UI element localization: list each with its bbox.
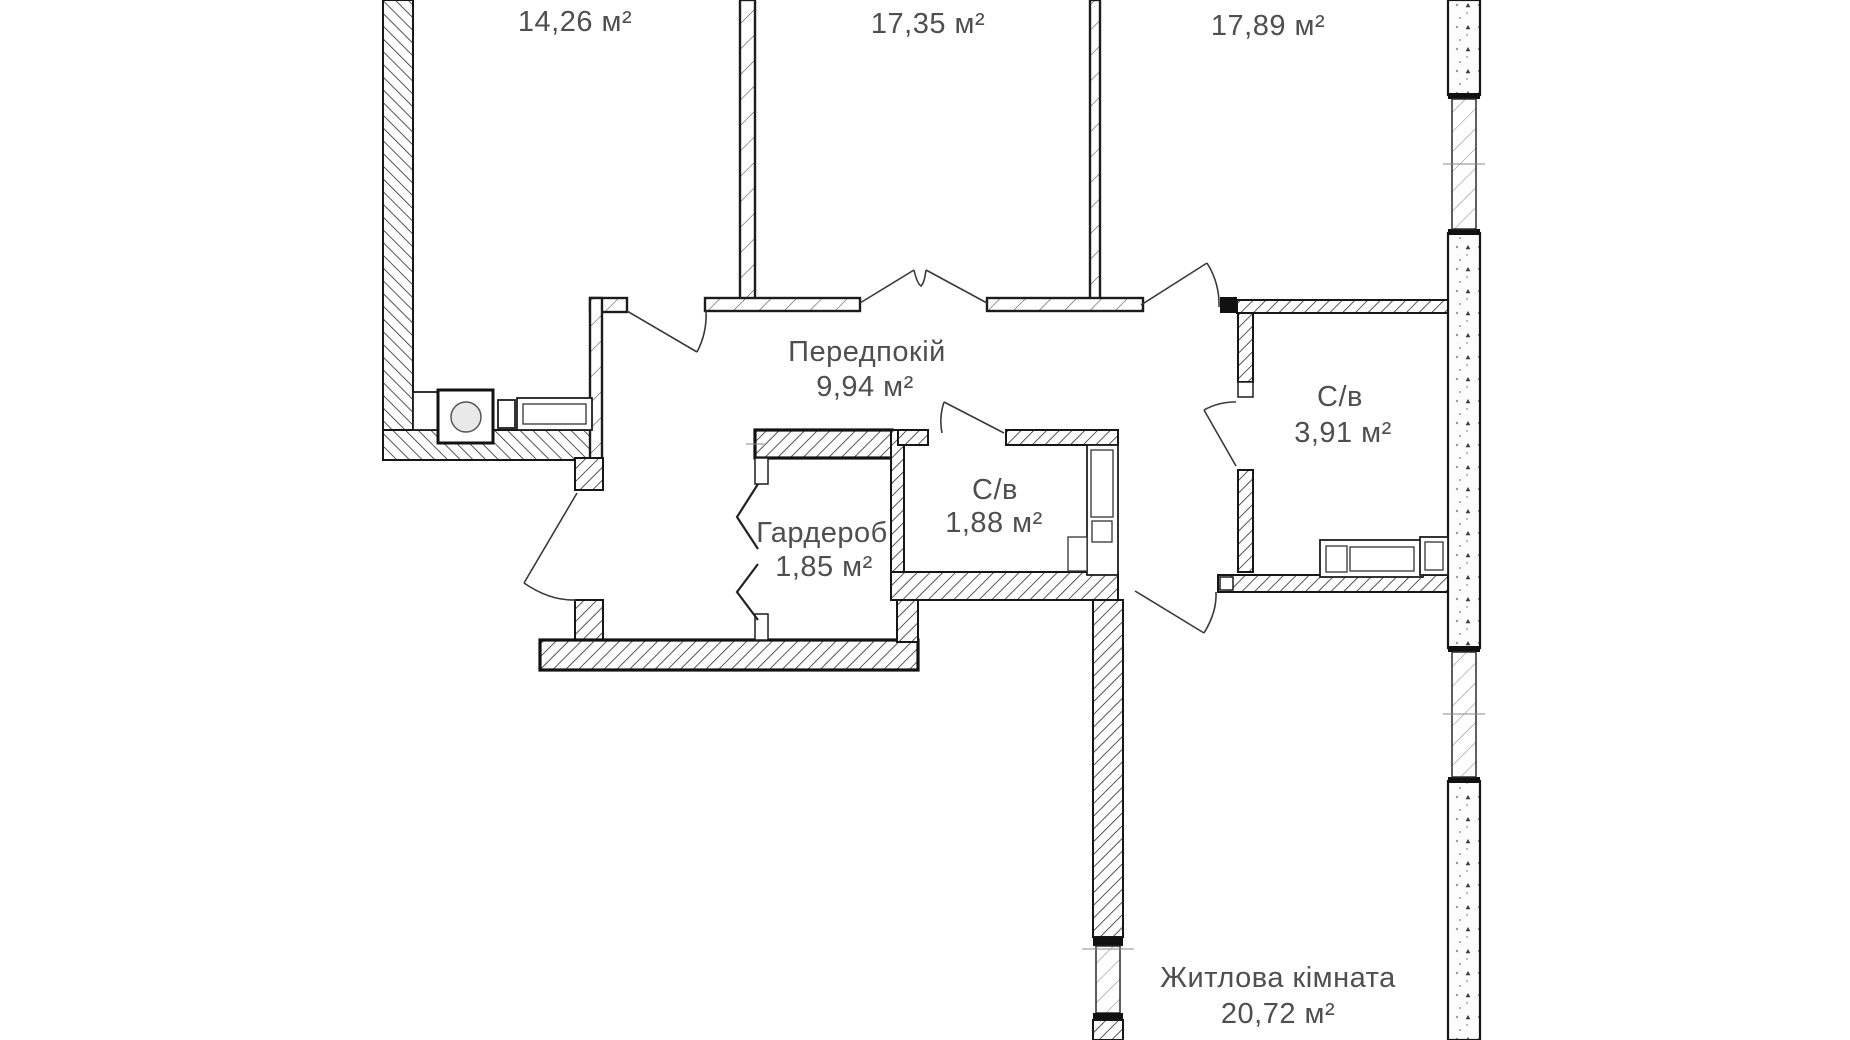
room-area-label: 14,26 м² <box>518 6 632 38</box>
room-name-label: С/в <box>972 474 1018 506</box>
room-labels: 14,26 м² 17,35 м² 17,89 м² Передпокій 9,… <box>518 6 1396 1030</box>
opening-room-17-35 <box>859 269 988 304</box>
window-cap <box>1093 1013 1123 1020</box>
door-bathroom-big <box>1203 401 1237 467</box>
washer-drum-icon <box>450 401 482 433</box>
door-jamb <box>754 613 769 641</box>
counter <box>1349 546 1415 572</box>
living-room-left-wall <box>1092 1019 1124 1040</box>
toilet <box>1067 536 1088 572</box>
room-area-label: 17,35 м² <box>871 8 985 40</box>
kitchen-nook-wall <box>588 296 604 462</box>
bathroom-big-fixtures <box>1319 536 1449 578</box>
window-cap <box>1448 646 1480 652</box>
duct-shaft <box>1091 520 1113 543</box>
interior-walls <box>538 0 1449 1040</box>
duct-shaft <box>1090 449 1114 518</box>
room-area-label: 3,91 м² <box>1294 417 1392 449</box>
door-living-room <box>1134 590 1217 634</box>
hallway-top-wall <box>985 296 1145 313</box>
door-lower-left <box>523 492 578 601</box>
kitchen-cabinet <box>412 391 439 431</box>
door-bathroom-small <box>940 401 1005 434</box>
partition-room1-room2 <box>738 0 757 312</box>
room-area-label: 1,88 м² <box>945 507 1043 539</box>
door-jamb <box>754 457 769 485</box>
opening-chevron <box>735 483 759 550</box>
step-wall <box>574 457 604 491</box>
room-name-label: Гардероб <box>756 517 888 549</box>
wardrobe-right-wall <box>890 429 905 578</box>
right-exterior-wall <box>1446 779 1482 1040</box>
room-name-label: Житлова кімната <box>1160 962 1396 994</box>
living-room-left-wall <box>1092 599 1124 938</box>
window-cap <box>1448 777 1480 783</box>
room-area-label: 1,85 м² <box>775 551 873 583</box>
window-cap <box>1448 229 1480 235</box>
wall-corner-block <box>1220 297 1237 313</box>
bathroom-small-top-wall <box>897 429 929 446</box>
windows <box>1443 98 1485 778</box>
bathroom-small-bottom-wall <box>890 571 1119 601</box>
door-jamb <box>1237 381 1254 398</box>
kitchen-sink <box>522 403 587 425</box>
right-exterior-wall <box>1446 0 1482 97</box>
room-name-label: Передпокій <box>788 336 946 368</box>
sink <box>1325 545 1348 573</box>
bottom-wall <box>538 638 920 672</box>
window-cap <box>1093 937 1123 946</box>
room-area-label: 20,72 м² <box>1221 998 1335 1030</box>
room-area-label: 17,89 м² <box>1211 10 1325 42</box>
bathroom-big-top-wall <box>1236 299 1449 314</box>
room-area-label: 9,94 м² <box>816 371 914 403</box>
kitchen-fixtures <box>412 388 593 445</box>
bathroom-big-left-wall <box>1237 469 1254 573</box>
washer-inner <box>1424 541 1444 571</box>
door-jamb <box>1219 576 1234 591</box>
right-exterior-wall <box>1446 231 1482 650</box>
door-room-17-89 <box>1140 262 1220 308</box>
left-exterior-wall <box>382 0 414 461</box>
doors <box>523 262 1237 634</box>
bathroom-big-left-wall <box>1237 312 1254 383</box>
window-icon <box>1095 945 1121 1014</box>
partition-room2-room3 <box>1088 0 1102 312</box>
wall-connector <box>896 599 919 643</box>
bathroom-small-top-wall <box>1005 429 1119 446</box>
door-room-14 <box>626 310 707 353</box>
wardrobe-top-wall <box>753 428 894 460</box>
room-name-label: С/в <box>1317 381 1363 413</box>
hallway-top-wall <box>703 296 862 313</box>
window-cap <box>1448 93 1480 99</box>
kitchen-cabinet <box>497 399 516 429</box>
step-wall <box>574 599 604 641</box>
opening-chevron <box>735 563 759 621</box>
